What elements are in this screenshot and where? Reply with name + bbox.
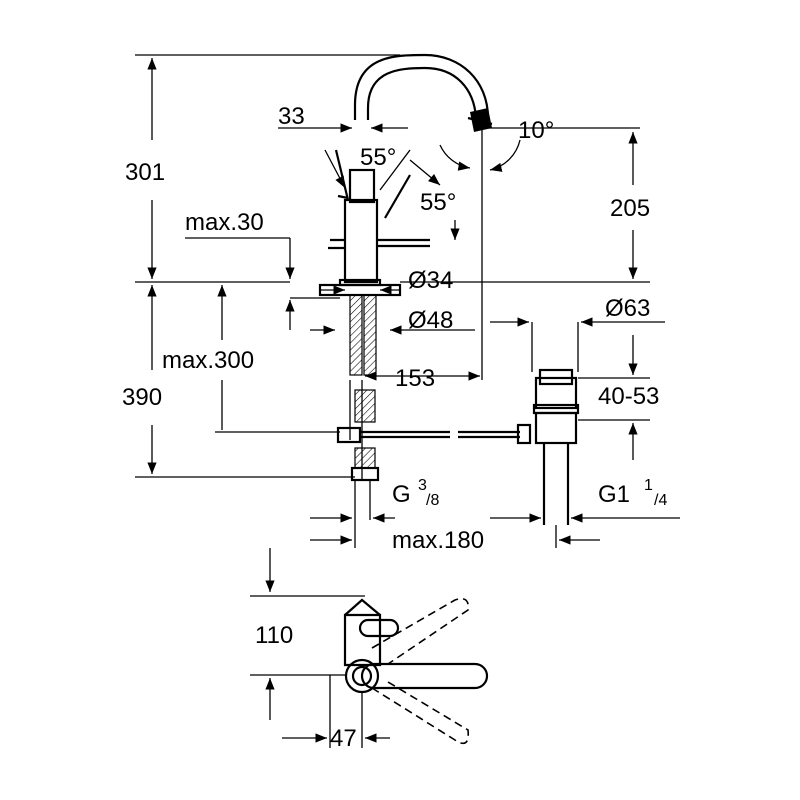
label-47: 47	[330, 725, 357, 752]
label-max30: max.30	[185, 209, 264, 236]
label-205: 205	[610, 195, 650, 222]
faucet-top-view	[250, 548, 489, 748]
label-max180: max.180	[392, 527, 484, 554]
label-390: 390	[122, 384, 162, 411]
label-153: 153	[395, 365, 435, 392]
label-g38: G	[392, 481, 411, 508]
dimension-lines	[135, 54, 680, 548]
dimension-labels: 301 33 55° 55° 10° 205 max.30 Ø34 Ø48 Ø6…	[122, 103, 667, 752]
label-110: 110	[255, 622, 293, 649]
label-55-upper: 55°	[360, 144, 396, 171]
label-10: 10°	[518, 117, 554, 144]
label-301: 301	[125, 159, 165, 186]
spout	[353, 53, 490, 120]
faucet-body	[343, 198, 379, 284]
label-g38-den: /8	[426, 492, 439, 509]
label-dia34: Ø34	[408, 267, 453, 294]
label-dia63: Ø63	[605, 295, 650, 322]
label-g38-num: 3	[418, 477, 427, 494]
label-g114: G1	[598, 481, 630, 508]
label-dia48: Ø48	[408, 307, 453, 334]
faucet-front-view	[318, 53, 493, 482]
label-33: 33	[278, 103, 305, 130]
popup-waste	[360, 368, 580, 525]
label-g114-den: /4	[654, 492, 667, 509]
label-55-lower: 55°	[420, 189, 456, 216]
label-max300: max.300	[162, 347, 254, 374]
label-40-53: 40-53	[598, 383, 659, 410]
label-g114-num: 1	[644, 477, 653, 494]
